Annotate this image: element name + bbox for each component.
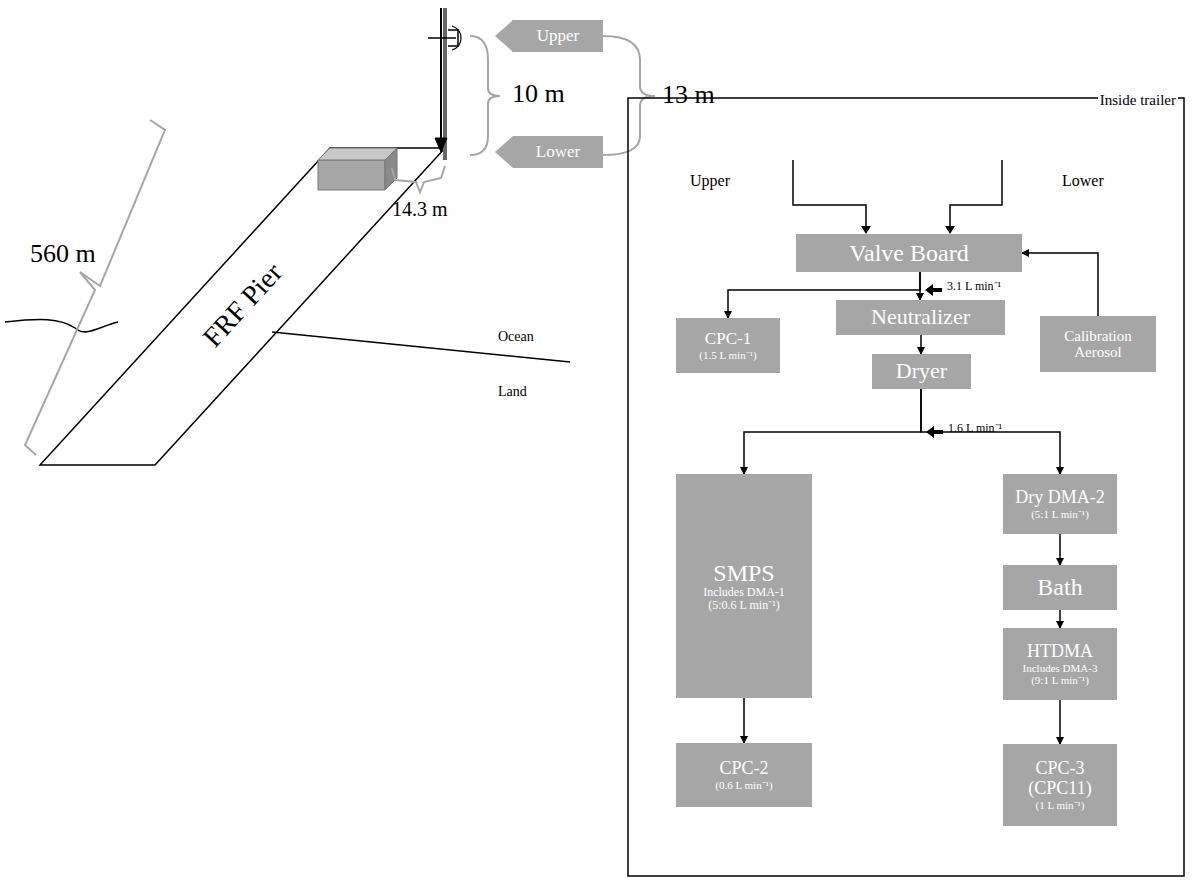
dimension-label: 560 m (28, 240, 98, 269)
flow-connector (744, 389, 921, 474)
process-box: Valve Board (796, 234, 1022, 272)
flow-connector (1059, 700, 1061, 744)
node-title: SMPS (713, 560, 774, 586)
trailer-box (318, 148, 397, 190)
node-note: Includes DMA-3 (1023, 662, 1098, 674)
node-title: Lower (536, 143, 580, 162)
node-title: CPC-1 (705, 330, 751, 349)
flow-connector (921, 389, 1060, 474)
node-title: Valve Board (849, 240, 968, 266)
dimension-label: 13 m (662, 81, 715, 110)
flow-connector (919, 272, 921, 300)
node-title: Neutralizer (871, 305, 970, 329)
inlet-heads (861, 226, 955, 234)
node-note: Includes DMA-1 (703, 586, 785, 599)
dimension-label: 14.3 m (392, 198, 448, 220)
flow-rate: 3.1 L min⁻¹ (947, 280, 1001, 293)
node-note: (5:1 L min⁻¹) (1031, 508, 1089, 520)
node-title: CPC-3 (1035, 759, 1084, 779)
node-title: CPC-2 (719, 759, 768, 779)
flow-connector (1022, 253, 1098, 316)
process-box: CPC-3(CPC11)(1 L min⁻¹) (1003, 744, 1117, 826)
node-note: (1.5 L min⁻¹) (699, 349, 756, 361)
flow-connector (920, 335, 922, 354)
node-title: Bath (1037, 574, 1082, 600)
dimension-brackets (25, 36, 655, 455)
trailer-outline (628, 98, 1184, 876)
flow-connector (1059, 534, 1061, 565)
coastline (5, 320, 118, 332)
node-note: (0.6 L min⁻¹) (715, 779, 772, 791)
node-title: Dryer (896, 359, 947, 383)
node-title: Inside trailer (1098, 92, 1178, 109)
dimension-label: 10 m (512, 80, 565, 109)
trailer-panel: Inside trailerValve BoardCPC-1(1.5 L min… (628, 98, 1184, 876)
process-box: Dryer (872, 354, 971, 389)
process-box: Calibration Aerosol (1040, 316, 1156, 372)
region-label: Ocean (498, 329, 534, 344)
inlet-label: Upper (690, 172, 730, 190)
process-box: Neutralizer (836, 300, 1005, 335)
inlet-lines (793, 160, 1002, 228)
node-title: Calibration Aerosol (1044, 328, 1152, 361)
node-note: (1 L min⁻¹) (1035, 799, 1084, 811)
mast (428, 8, 461, 160)
inlet-label: Lower (1062, 172, 1104, 190)
process-box: HTDMAIncludes DMA-3(9:1 L min⁻¹) (1003, 628, 1117, 700)
process-box: CPC-1(1.5 L min⁻¹) (676, 318, 780, 373)
node-note: (CPC11) (1028, 779, 1091, 799)
node-title: Dry DMA-2 (1015, 488, 1105, 508)
node-note: (5:0.6 L min⁻¹) (708, 599, 779, 612)
flow-connector (743, 698, 745, 743)
node-note: (9:1 L min⁻¹) (1031, 674, 1089, 686)
process-box: Bath (1003, 565, 1117, 610)
process-box: SMPSIncludes DMA-1(5:0.6 L min⁻¹) (676, 474, 812, 698)
inlet-arrow: Upper (495, 20, 603, 52)
region-label: Land (498, 384, 527, 399)
node-title: Upper (537, 27, 579, 46)
flow-rate: 1.6 L min⁻¹ (948, 422, 1002, 435)
pier-outline (40, 148, 445, 465)
inlet-arrow: Lower (495, 136, 603, 168)
process-box: Dry DMA-2(5:1 L min⁻¹) (1003, 474, 1117, 534)
process-box: CPC-2(0.6 L min⁻¹) (676, 743, 812, 807)
node-title: HTDMA (1027, 642, 1093, 662)
flow-connector (1059, 610, 1061, 628)
